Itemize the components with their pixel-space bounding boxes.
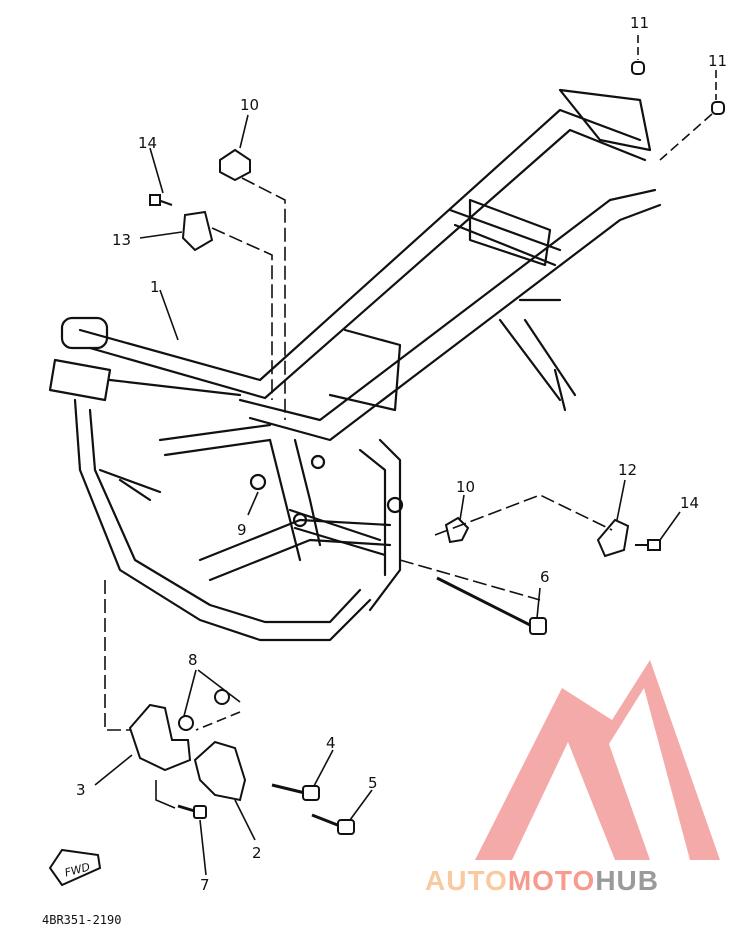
leader-lines: [94, 35, 717, 876]
callout-4: 4: [326, 734, 336, 752]
callout-1: 1: [150, 278, 160, 296]
motorcycle-frame: [48, 88, 662, 642]
watermark-auto: AUTO: [425, 865, 508, 896]
callout-11-right: 11: [708, 52, 727, 70]
part-number: 4BR351-2190: [42, 913, 121, 927]
callout-12: 12: [618, 461, 637, 479]
callout-6: 6: [540, 568, 550, 586]
callout-5: 5: [368, 774, 378, 792]
callout-13: 13: [112, 231, 131, 249]
callout-14-right: 14: [680, 494, 699, 512]
callout-3: 3: [76, 781, 86, 799]
callout-2: 2: [252, 844, 262, 862]
svg-text:AUTOMOTOHUB: AUTOMOTOHUB: [425, 865, 659, 896]
fwd-label: FWD: [63, 860, 91, 879]
fwd-arrow: FWD: [48, 848, 102, 887]
callout-11-top: 11: [630, 14, 649, 32]
watermark-hub: HUB: [595, 865, 659, 896]
callouts: 11 11 10 14 13 1 9 10 12 14 6 8 4 3 5 2 …: [76, 14, 727, 894]
watermark-text: AUTOMOTOHUB: [425, 865, 659, 896]
callout-9: 9: [237, 521, 247, 539]
callout-10-right: 10: [456, 478, 475, 496]
watermark-logo: [475, 660, 720, 860]
callout-7: 7: [200, 876, 210, 894]
callout-8: 8: [188, 651, 198, 669]
callout-14-top: 14: [138, 134, 157, 152]
callout-10-top: 10: [240, 96, 259, 114]
watermark-moto: MOTO: [508, 865, 595, 896]
loose-parts: [128, 61, 725, 835]
